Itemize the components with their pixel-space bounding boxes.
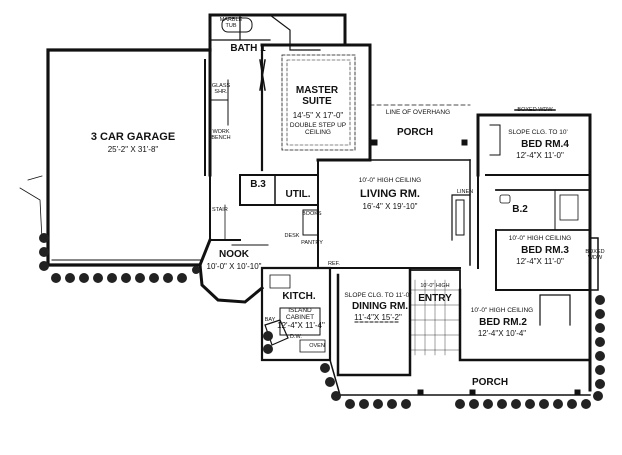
work-bench-label: WORK BENCH xyxy=(211,129,231,141)
nook-dims: 10'-0" X 10'-10" xyxy=(206,262,262,271)
entry-name: ENTRY xyxy=(418,293,452,304)
marble-tub-label: MARBLE TUB xyxy=(219,17,243,29)
garage-walls xyxy=(19,48,212,267)
pantry-label: PANTRY xyxy=(301,240,323,246)
bottom-porch-name: PORCH xyxy=(471,377,509,388)
garage-name: 3 CAR GARAGE xyxy=(90,131,176,143)
nook-name: NOOK xyxy=(219,249,249,260)
master-ceiling: DOUBLE STEP UP CEILING xyxy=(289,122,347,136)
bay-label: BAY xyxy=(264,317,276,323)
dining-ceiling: SLOPE CLG. TO 11'-0" xyxy=(344,292,412,299)
stair-label: STAIR xyxy=(212,207,228,213)
overhang-line-label: LINE OF OVERHANG xyxy=(385,109,451,116)
bed2-name: BED RM.2 xyxy=(479,317,527,328)
top-porch xyxy=(369,104,471,161)
dishwasher-label: D.W. xyxy=(290,334,302,340)
books-label: BOOKS xyxy=(302,211,322,217)
kitchen-name: KITCH. xyxy=(282,291,316,302)
bath-master-walls xyxy=(208,13,347,177)
dining-dims: 11'-4"X 15'-2" xyxy=(354,313,402,322)
refrigerator-label: REF. xyxy=(328,261,340,267)
bed2-dims: 12'-4"X 10'-4" xyxy=(477,329,527,338)
bath1-name: BATH 1 xyxy=(230,43,266,54)
garage-dims: 25'-2" X 31'-8" xyxy=(107,145,159,154)
landscape-shrubs xyxy=(39,233,605,409)
bed4-dims: 12'-4"X 11'-0" xyxy=(516,151,564,160)
nook-walls xyxy=(198,238,269,304)
master-name: MASTER SUITE xyxy=(295,85,339,107)
living-name: LIVING RM. xyxy=(360,188,420,200)
bath2-name: B.2 xyxy=(512,204,528,215)
top-porch-name: PORCH xyxy=(396,127,434,138)
master-suite-walls xyxy=(260,43,372,172)
desk-label: DESK xyxy=(284,233,300,239)
glass-shower-label: GLASS SHR. xyxy=(211,83,231,95)
kitchen-dims: 12'-4"X 11'-4" xyxy=(277,321,325,330)
bed3-name: BED RM.3 xyxy=(521,245,569,256)
boxed-window-top-label: BOXED WDW xyxy=(517,107,553,113)
utility-name: UTIL. xyxy=(285,189,311,200)
bed4-ceiling: SLOPE CLG. TO 10' xyxy=(508,129,568,136)
linen-label: LINEN xyxy=(456,189,474,195)
bath3-name: B.3 xyxy=(250,179,266,190)
living-ceiling: 10'-0" HIGH CEILING xyxy=(358,177,422,184)
entry-ceiling: 10'-0" HIGH xyxy=(420,283,450,289)
dining-name: DINING RM. xyxy=(351,301,409,312)
bed4-name: BED RM.4 xyxy=(521,139,569,150)
bed2-ceiling: 10'-0" HIGH CEILING xyxy=(470,307,534,314)
bed3-dims: 12'-4"X 11'-0" xyxy=(516,257,564,266)
bed3-ceiling: 10'-0" HIGH CEILING xyxy=(508,235,572,242)
boxed-window-right-label: BOXED WDW xyxy=(585,249,605,261)
dining-entry-walls xyxy=(336,268,461,377)
master-dims: 14'-5" X 17'-0" xyxy=(292,111,344,120)
living-dims: 16'-4" X 19'-10" xyxy=(362,202,418,211)
oven-label: OVEN xyxy=(309,343,325,349)
island-cabinet-label: ISLAND CABINET xyxy=(285,307,315,321)
